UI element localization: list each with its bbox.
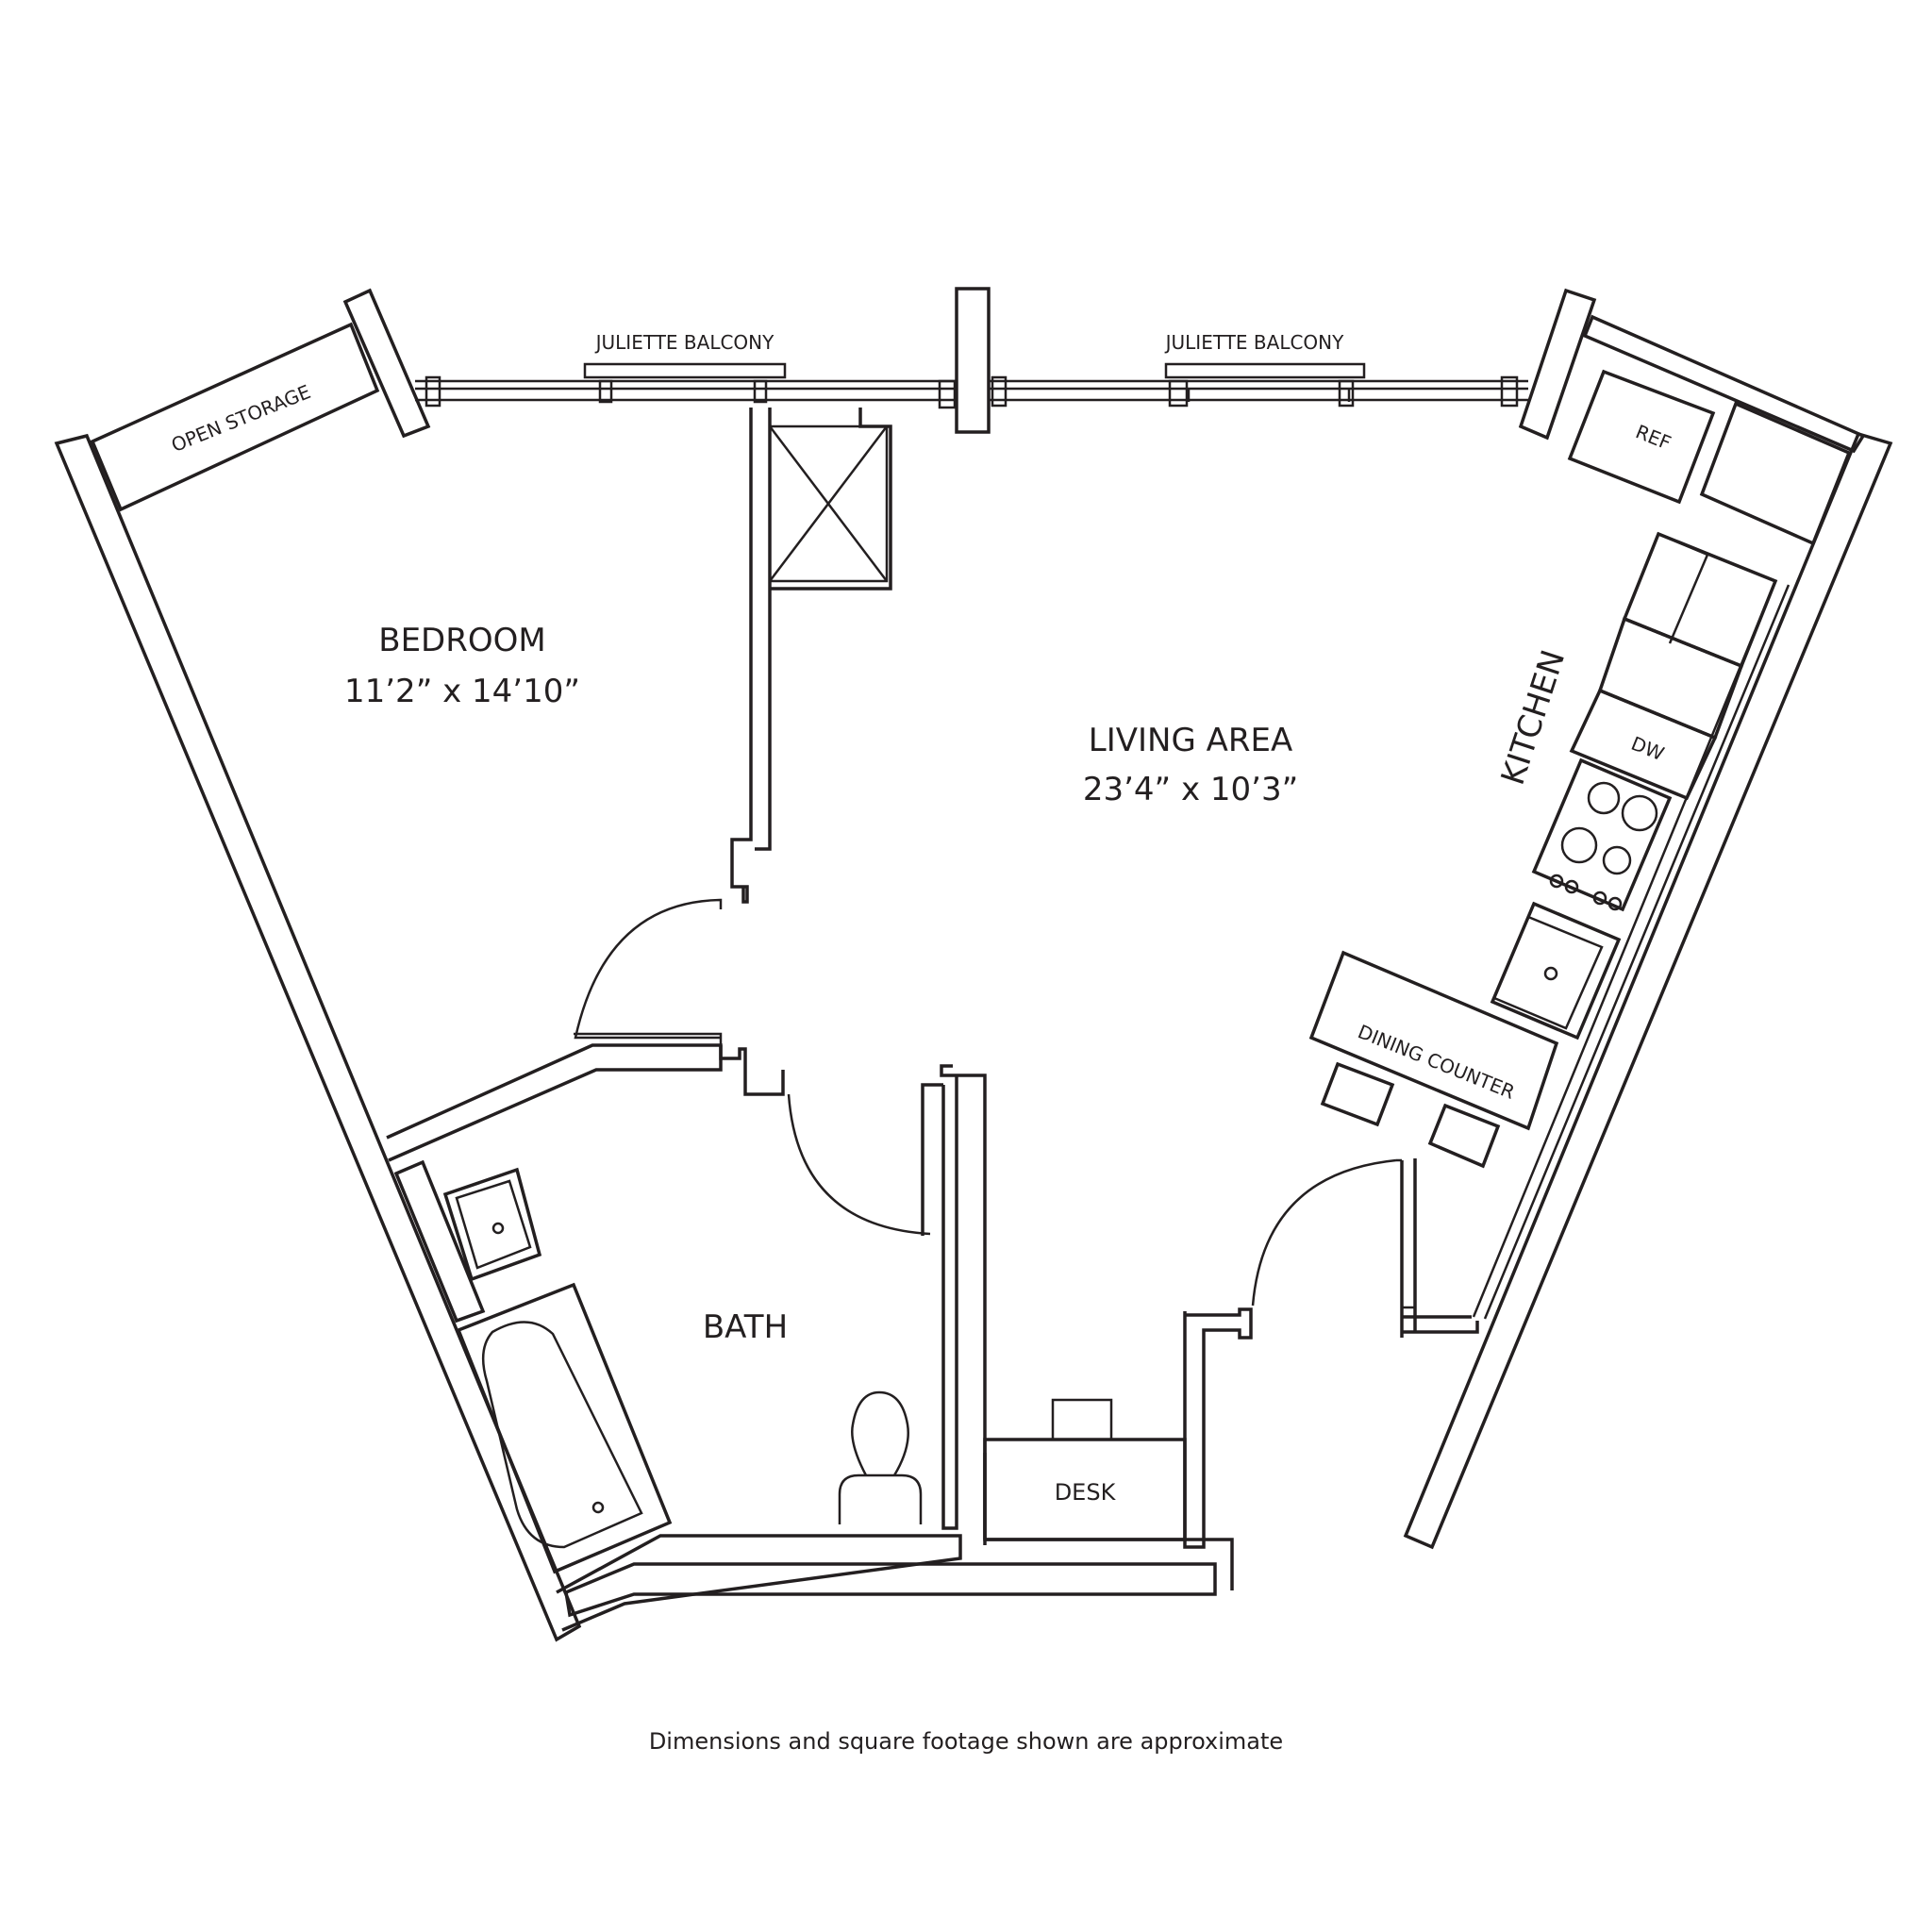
- desk: [983, 1398, 1187, 1541]
- bathtub-basin: [481, 1321, 643, 1549]
- interior-walls: [386, 408, 1479, 1590]
- balcony-windows: [415, 362, 1528, 409]
- balcony-label-left: JULIETTE BALCONY: [594, 331, 775, 354]
- balcony-rail-left: [583, 362, 787, 379]
- window-mullion: [598, 379, 613, 404]
- burner: [1621, 794, 1658, 832]
- counter-edge: [1472, 580, 1790, 1320]
- open-storage-label: OPEN STORAGE: [168, 380, 314, 457]
- center-post: [955, 287, 991, 434]
- upper-cabinet: [1622, 531, 1778, 669]
- toilet-bowl: [851, 1390, 909, 1476]
- range: [1531, 757, 1673, 912]
- range-knob: [1607, 896, 1623, 911]
- ref-label: REF: [1632, 420, 1674, 455]
- window-jamb: [425, 375, 441, 408]
- window-jamb: [938, 379, 957, 409]
- window-glass-left: [415, 379, 957, 402]
- kitchen-sink-basin: [1492, 915, 1604, 1030]
- door-stop: [1400, 1306, 1417, 1319]
- range-knob: [1564, 879, 1579, 894]
- kitchen-label: KITCHEN: [1494, 645, 1574, 789]
- exterior-walls: [54, 287, 1893, 1642]
- range-knob: [1549, 874, 1564, 889]
- bedroom-door-leaf: [574, 1032, 723, 1045]
- bath-sink-counter: [442, 1167, 542, 1282]
- bath-shelf: [393, 1159, 486, 1323]
- cabinet-divider: [1657, 532, 1709, 644]
- doors: [574, 898, 1402, 1307]
- dining-counter: [1308, 950, 1559, 1131]
- window-jamb: [991, 375, 1008, 408]
- window-mullion: [1338, 379, 1355, 408]
- burner: [1560, 826, 1598, 864]
- balcony-rail-right: [1164, 362, 1366, 379]
- bedroom-dimensions: 11’2” x 14’10”: [344, 673, 580, 710]
- kitchen-sink-drain: [1543, 966, 1558, 981]
- kitchen: [1308, 369, 1852, 1320]
- open-storage-shelf: [90, 322, 380, 512]
- burner: [1602, 845, 1632, 875]
- bath-right-wall: [921, 1064, 987, 1545]
- right-exterior-wall: [1403, 431, 1893, 1550]
- sink-drain: [491, 1222, 505, 1235]
- bar-stool: [1320, 1061, 1395, 1127]
- bathtub: [456, 1282, 673, 1574]
- balcony-label-right: JULIETTE BALCONY: [1164, 331, 1345, 354]
- window-mullion: [1168, 379, 1189, 408]
- shaft-cross: [769, 425, 888, 582]
- living-area-dimensions: 23’4” x 10’3”: [1083, 771, 1298, 808]
- desk-alcove-wall: [983, 1307, 1253, 1590]
- window-mullion: [753, 379, 768, 404]
- labels: JULIETTE BALCONY JULIETTE BALCONY OPEN S…: [168, 331, 1674, 1755]
- toilet-tank: [838, 1473, 923, 1524]
- footer-note: Dimensions and square footage shown are …: [649, 1728, 1283, 1755]
- shaft: [768, 424, 889, 583]
- range-knob: [1592, 891, 1607, 906]
- bottom-wall-inner: [564, 1562, 1217, 1618]
- kitchen-entry-wall: [1400, 1158, 1479, 1338]
- left-exterior-wall: [54, 433, 582, 1642]
- burner: [1587, 781, 1621, 815]
- window-jamb: [1500, 375, 1519, 408]
- bottom-exterior-wall: [556, 1534, 962, 1632]
- desk-chair: [1051, 1398, 1113, 1441]
- pantry-cabinet: [1699, 401, 1852, 546]
- living-area-label: LIVING AREA: [1089, 722, 1292, 759]
- bath-fixtures: [393, 1159, 923, 1574]
- entry-door-swing: [1251, 1158, 1397, 1307]
- bedroom-bath-wall: [386, 1043, 723, 1162]
- top-right-post: [1518, 288, 1597, 441]
- window-glass-right: [989, 379, 1528, 402]
- refrigerator: [1567, 369, 1716, 505]
- bedroom-door-swing: [574, 898, 723, 1040]
- dw-label: DW: [1628, 732, 1668, 766]
- bath-label: BATH: [703, 1308, 788, 1346]
- bath-door-jamb: [719, 1045, 785, 1096]
- bar-stool: [1427, 1103, 1501, 1169]
- kitchen-top-wall: [1582, 314, 1866, 454]
- tub-drain: [591, 1501, 605, 1514]
- bath-sink-basin: [455, 1179, 532, 1270]
- desk-label: DESK: [1055, 1479, 1117, 1506]
- bath-door-swing: [787, 1093, 931, 1236]
- bedroom-label: BEDROOM: [378, 622, 545, 659]
- top-left-post: [342, 288, 431, 439]
